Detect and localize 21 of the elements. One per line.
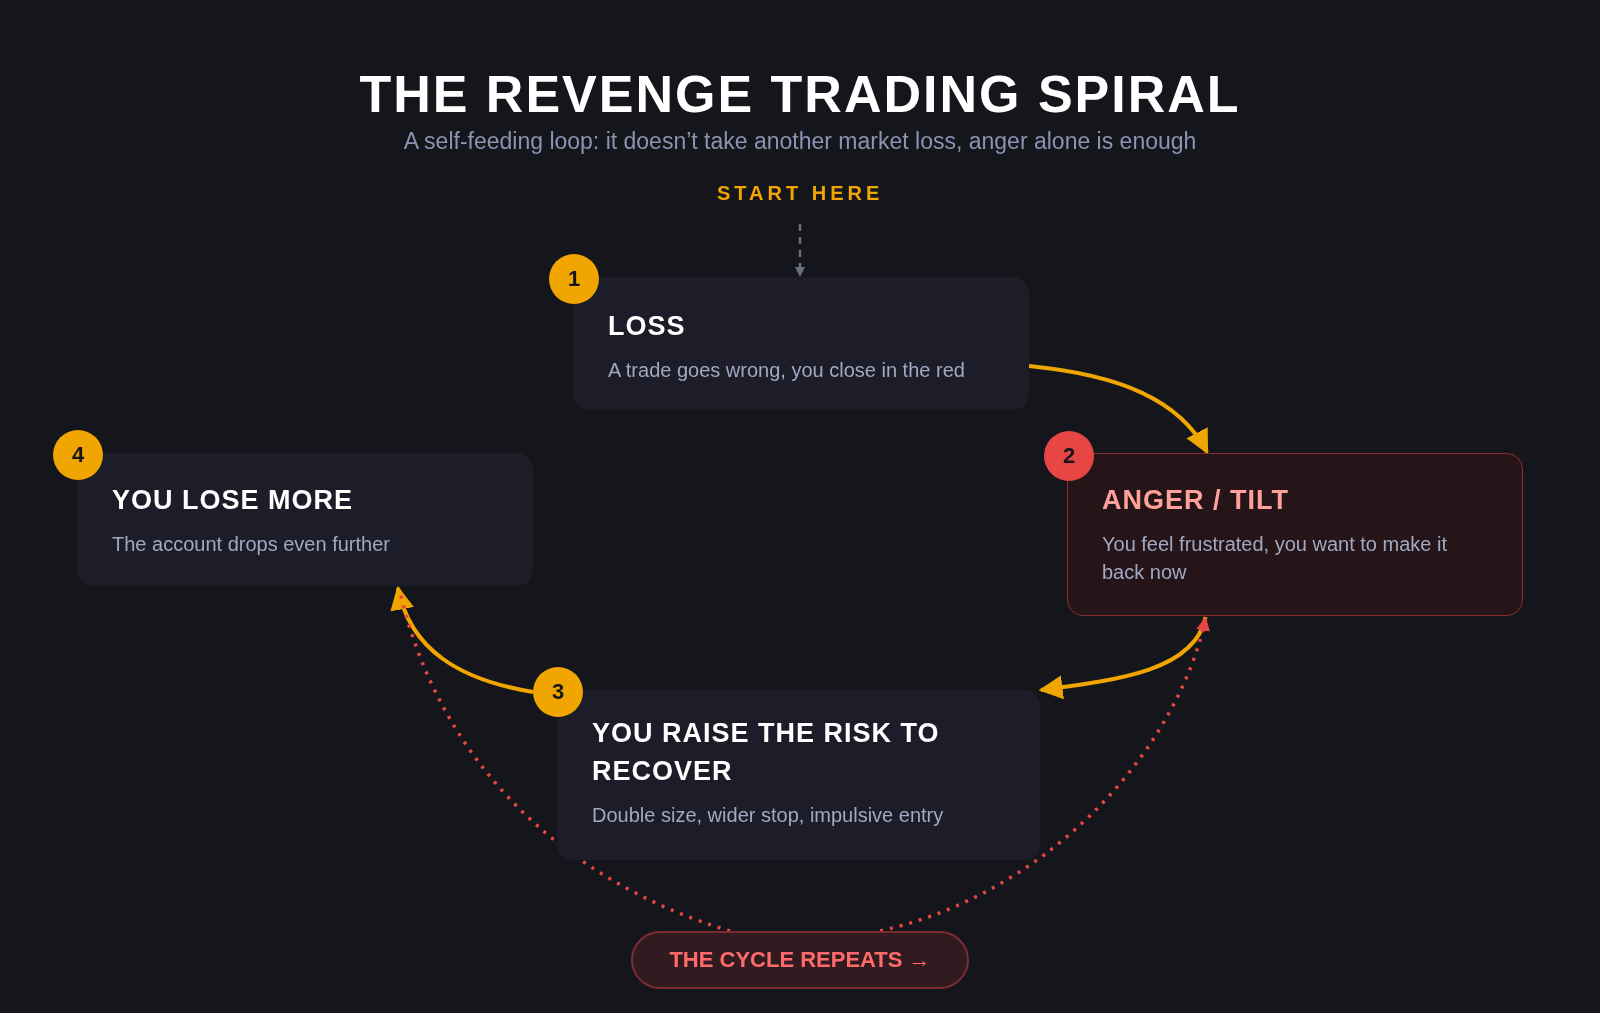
step-description: You feel frustrated, you want to make it back now <box>1102 531 1448 585</box>
arrow <box>391 585 534 694</box>
arrow <box>1038 616 1208 700</box>
step-description: The account drops even further <box>112 531 391 557</box>
step-description: A trade goes wrong, you close in the red <box>608 357 966 383</box>
step-title: LOSS <box>608 310 687 343</box>
step-number: 3 <box>533 667 583 717</box>
step-number: 4 <box>53 430 103 480</box>
subtitle: A self-feeding loop: it doesn’t take another market loss, anger alone is enough <box>402 128 1198 155</box>
step-number: 2 <box>1044 431 1094 481</box>
start-label: START HERE <box>717 182 884 205</box>
arrow <box>1028 364 1209 455</box>
title: THE REVENGE TRADING SPIRAL <box>358 64 1242 124</box>
step-title: YOU LOSE MORE <box>112 484 355 517</box>
step-title: YOU RAISE THE RISK TO RECOVER <box>592 717 941 788</box>
step-number: 1 <box>549 254 599 304</box>
dotted-arrow <box>879 616 1210 933</box>
dotted-arrow <box>795 224 805 277</box>
step-description: Double size, wider stop, impulsive entry <box>592 802 945 828</box>
cycle-repeats-pill: THE CYCLE REPEATS → <box>631 931 969 989</box>
step-title: ANGER / TILT <box>1102 484 1290 517</box>
